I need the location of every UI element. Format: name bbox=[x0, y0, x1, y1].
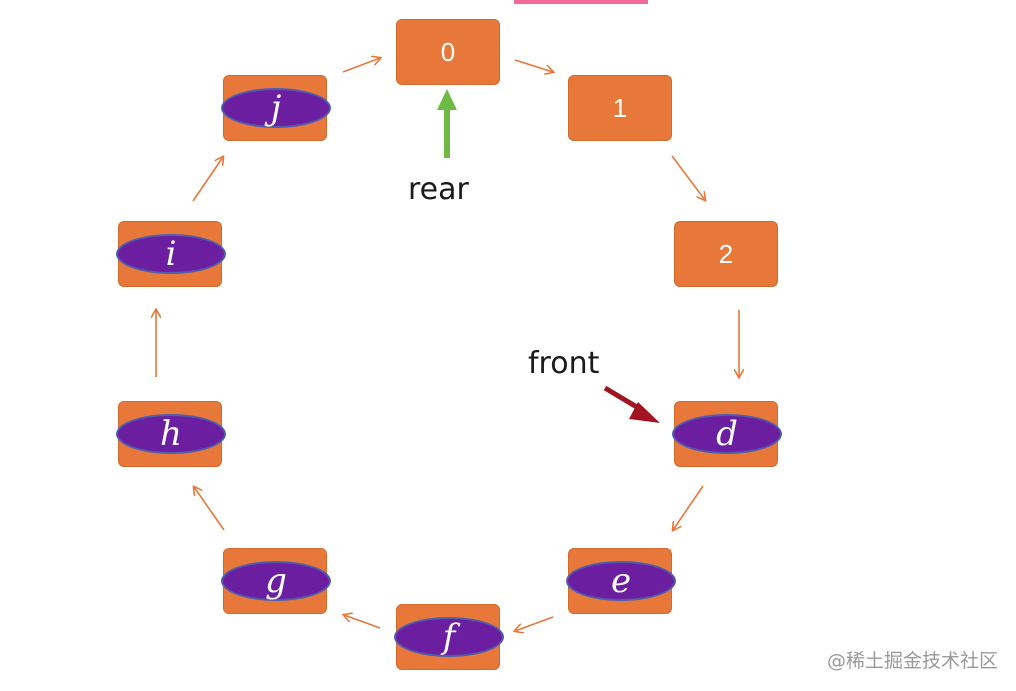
rear-label: rear bbox=[408, 172, 469, 207]
top-edge-mark bbox=[514, 0, 648, 4]
queue-slot-1: 1 bbox=[568, 75, 672, 141]
queue-element-i: i bbox=[116, 234, 226, 274]
queue-element-d: d bbox=[672, 414, 782, 454]
queue-slot-9: j bbox=[221, 75, 331, 141]
queue-element-e: e bbox=[566, 561, 676, 601]
front-label: front bbox=[528, 346, 600, 381]
queue-slot-6: g bbox=[221, 548, 331, 614]
queue-slot-2: 2 bbox=[674, 221, 778, 287]
cycle-arrow-j-0 bbox=[342, 58, 380, 73]
queue-element-h: h bbox=[116, 414, 226, 454]
queue-element-g: g bbox=[221, 561, 331, 601]
cycle-arrow-d-e bbox=[673, 485, 704, 530]
watermark: @稀土掘金技术社区 bbox=[826, 650, 998, 672]
cycle-arrow-e-f bbox=[515, 616, 554, 631]
queue-slot-4: e bbox=[566, 548, 676, 614]
queue-element-j: j bbox=[221, 88, 331, 128]
queue-element-f: f bbox=[394, 617, 504, 657]
queue-slot-7: h bbox=[116, 401, 226, 467]
slot-index-label: 0 bbox=[440, 36, 456, 67]
queue-slot-0: 0 bbox=[396, 19, 500, 85]
front-arrow-head bbox=[629, 402, 660, 423]
rear-arrow-head bbox=[437, 89, 457, 110]
slot-index-label: 1 bbox=[612, 92, 628, 123]
cycle-arrow-1-2 bbox=[671, 155, 705, 200]
slot-index-label: 2 bbox=[718, 238, 734, 269]
queue-slot-3: d bbox=[672, 401, 782, 467]
queue-slot-5: f bbox=[394, 604, 504, 670]
cycle-arrow-f-g bbox=[344, 615, 381, 629]
cycle-arrow-0-1 bbox=[514, 59, 553, 72]
cycle-arrow-g-h bbox=[194, 487, 225, 531]
queue-slot-8: i bbox=[116, 221, 226, 287]
cycle-arrow-i-j bbox=[192, 157, 223, 202]
